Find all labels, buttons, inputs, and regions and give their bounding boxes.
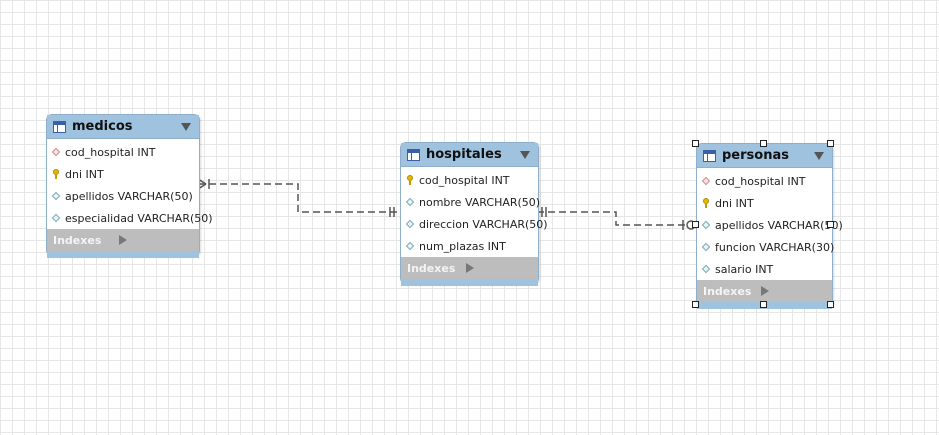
resize-handle-middle-left[interactable] <box>692 221 699 228</box>
collapse-arrow-icon[interactable] <box>520 150 530 159</box>
collapse-arrow-icon[interactable] <box>814 151 824 160</box>
column-row[interactable]: salario INT <box>697 258 832 280</box>
indexes-section[interactable]: Indexes <box>401 257 538 279</box>
column-label: apellidos VARCHAR(50) <box>715 218 843 232</box>
entity-footer <box>401 279 538 286</box>
entity-header[interactable]: personas <box>697 144 832 168</box>
indexes-label: Indexes <box>53 233 102 247</box>
column-label: num_plazas INT <box>419 239 506 253</box>
column-label: dni INT <box>65 167 104 181</box>
column-icon <box>405 241 415 251</box>
column-row[interactable]: dni INT <box>697 192 832 214</box>
column-icon <box>405 219 415 229</box>
entity-title: medicos <box>72 119 133 134</box>
column-row[interactable]: dni INT <box>47 163 199 185</box>
column-row[interactable]: funcion VARCHAR(30) <box>697 236 835 258</box>
column-label: especialidad VARCHAR(50) <box>65 211 213 225</box>
column-label: salario INT <box>715 262 774 276</box>
primary-key-icon <box>405 175 415 185</box>
resize-handle-bottom-right[interactable] <box>827 301 834 308</box>
column-row[interactable]: apellidos VARCHAR(50) <box>697 214 843 236</box>
table-icon <box>407 148 420 161</box>
indexes-label: Indexes <box>407 261 456 275</box>
column-label: direccion VARCHAR(50) <box>419 217 548 231</box>
column-label: dni INT <box>715 196 754 210</box>
column-label: nombre VARCHAR(50) <box>419 195 541 209</box>
column-row[interactable]: num_plazas INT <box>401 235 538 257</box>
column-row[interactable]: cod_hospital INT <box>401 169 538 191</box>
collapse-arrow-icon[interactable] <box>181 122 191 131</box>
indexes-label: Indexes <box>703 284 752 298</box>
column-label: cod_hospital INT <box>419 173 510 187</box>
entity-header[interactable]: medicos <box>47 115 199 139</box>
entity-header[interactable]: hospitales <box>401 143 538 167</box>
column-row[interactable]: apellidos VARCHAR(50) <box>47 185 199 207</box>
primary-key-icon <box>51 169 61 179</box>
foreign-key-icon <box>51 147 61 157</box>
rel-line-medicos-hospitales[interactable] <box>198 183 400 213</box>
resize-handle-top-center[interactable] <box>760 140 767 147</box>
one-end-marker <box>541 207 547 217</box>
one-end-marker <box>389 207 395 217</box>
rel-medicos-hospitales[interactable] <box>197 178 400 217</box>
column-icon <box>701 242 711 252</box>
indexes-section[interactable]: Indexes <box>697 280 832 302</box>
entity-hospitales[interactable]: hospitales cod_hospital INT nombre VARCH… <box>400 142 548 286</box>
resize-handle-top-right[interactable] <box>827 140 834 147</box>
rel-line-hospitales-personas[interactable] <box>537 211 696 226</box>
expand-arrow-icon[interactable] <box>119 235 193 245</box>
rel-hospitales-personas[interactable] <box>537 207 696 230</box>
column-label: apellidos VARCHAR(50) <box>65 189 193 203</box>
entity-personas[interactable]: personas cod_hospital INT dni INT apelli… <box>696 143 843 309</box>
column-icon <box>51 213 61 223</box>
column-label: cod_hospital INT <box>65 145 156 159</box>
entity-footer <box>47 251 199 258</box>
column-icon <box>405 197 415 207</box>
column-label: cod_hospital INT <box>715 174 806 188</box>
table-icon <box>53 120 66 133</box>
expand-arrow-icon[interactable] <box>465 263 533 273</box>
resize-handle-top-left[interactable] <box>692 140 699 147</box>
column-icon <box>51 191 61 201</box>
table-icon <box>703 149 716 162</box>
expand-arrow-icon[interactable] <box>760 286 827 296</box>
resize-handle-middle-right[interactable] <box>827 221 834 228</box>
column-label: funcion VARCHAR(30) <box>715 240 835 254</box>
entity-title: personas <box>722 148 789 163</box>
column-row[interactable]: especialidad VARCHAR(50) <box>47 207 213 229</box>
entity-title: hospitales <box>426 147 502 162</box>
indexes-section[interactable]: Indexes <box>47 229 199 251</box>
resize-handle-bottom-center[interactable] <box>760 301 767 308</box>
column-icon <box>701 220 711 230</box>
primary-key-icon <box>701 198 711 208</box>
column-row[interactable]: nombre VARCHAR(50) <box>401 191 541 213</box>
entity-medicos[interactable]: medicos cod_hospital INT dni INT apellid… <box>46 114 213 258</box>
column-row[interactable]: cod_hospital INT <box>47 141 199 163</box>
column-row[interactable]: direccion VARCHAR(50) <box>401 213 548 235</box>
foreign-key-icon <box>701 176 711 186</box>
column-row[interactable]: cod_hospital INT <box>697 170 832 192</box>
column-icon <box>701 264 711 274</box>
resize-handle-bottom-left[interactable] <box>692 301 699 308</box>
